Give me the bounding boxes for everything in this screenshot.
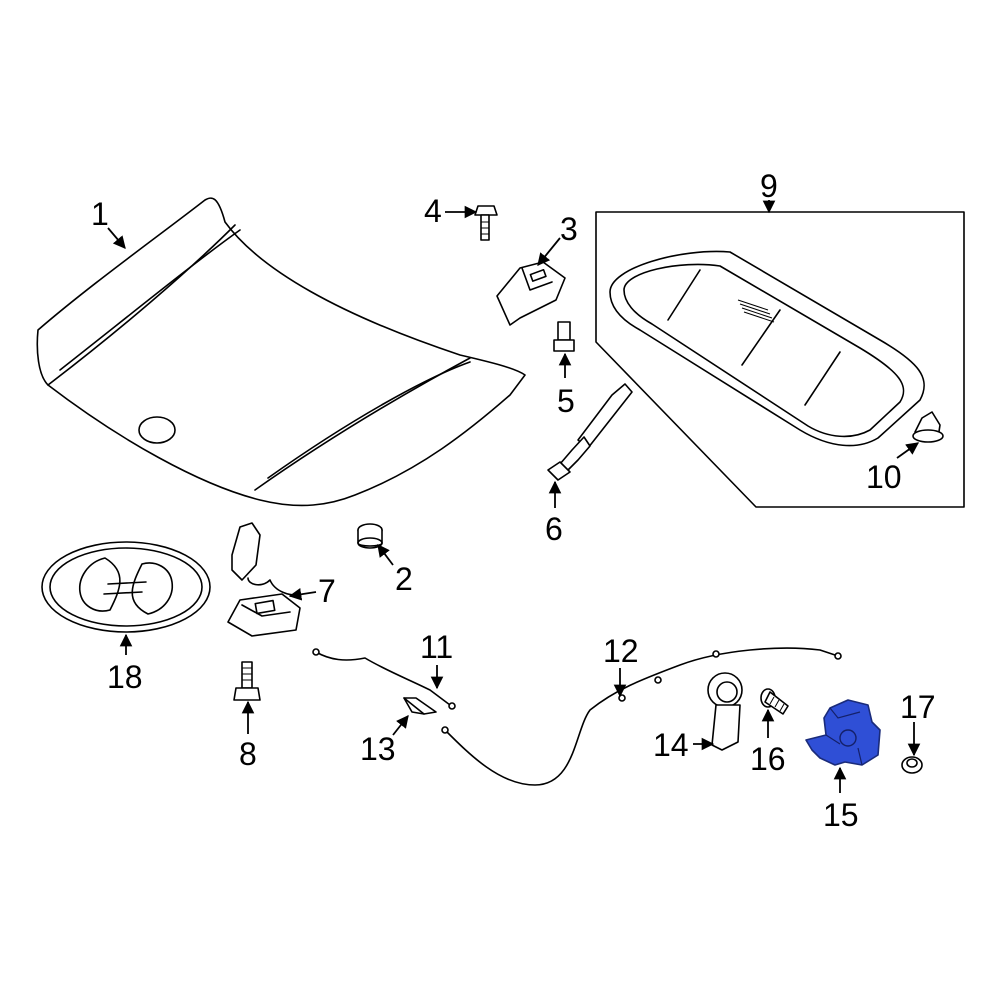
callout-13: 13 [360, 731, 396, 767]
release-cable-part[interactable] [312, 648, 456, 710]
hood-emblem-recess [138, 416, 176, 444]
callout-12: 12 [603, 633, 639, 669]
callout-5: 5 [557, 383, 575, 419]
hood-part[interactable] [36, 197, 526, 507]
callout-6: 6 [545, 511, 563, 547]
callout-4: 4 [424, 193, 442, 229]
hood-hinge-part[interactable] [496, 261, 566, 326]
callout-17: 17 [900, 689, 936, 725]
hinge-bolt-part[interactable] [474, 205, 498, 241]
callout-1: 1 [91, 196, 109, 232]
callout-15: 15 [823, 797, 859, 833]
release-handle-part[interactable] [707, 672, 743, 751]
latch-mount-bolt-part[interactable] [760, 688, 789, 715]
callout-7: 7 [318, 573, 336, 609]
hood-latch-assembly-part[interactable] [805, 699, 881, 766]
cable-clip-part[interactable] [403, 697, 437, 715]
callout-labels: 1 2 3 4 5 6 7 8 9 10 11 12 13 14 15 16 1… [91, 168, 936, 833]
support-rod-part[interactable] [547, 383, 633, 481]
callout-3: 3 [560, 211, 578, 247]
hood-latch-part[interactable] [227, 522, 301, 637]
latch-bolt-part[interactable] [233, 661, 261, 701]
callout-8: 8 [239, 736, 257, 772]
callout-14: 14 [653, 727, 689, 763]
callout-18: 18 [107, 659, 143, 695]
callout-11: 11 [420, 629, 453, 665]
callout-2: 2 [395, 561, 413, 597]
grommet-part[interactable] [901, 756, 923, 774]
hood-bumper-part[interactable] [357, 523, 383, 549]
hinge-nut-part[interactable] [553, 321, 575, 352]
callout-16: 16 [750, 741, 786, 777]
callout-9: 9 [760, 168, 778, 204]
latch-cable-part[interactable] [441, 647, 842, 786]
hood-insulator-part[interactable] [595, 211, 965, 508]
callout-10: 10 [866, 459, 902, 495]
leader-arrows [107, 200, 921, 793]
hood-emblem-part[interactable] [41, 541, 211, 633]
insulator-clip-part[interactable] [912, 411, 944, 443]
